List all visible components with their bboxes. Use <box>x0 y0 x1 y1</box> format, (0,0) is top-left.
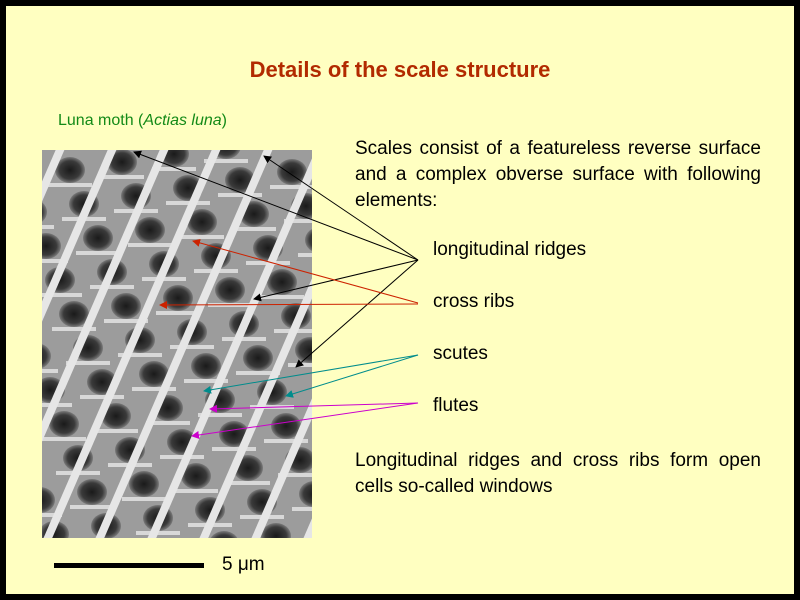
image-caption: Luna moth (Actias luna) <box>58 112 227 130</box>
label-longitudinal-ridges: longitudinal ridges <box>433 239 587 260</box>
label-scutes: scutes <box>433 343 488 364</box>
label-cross-ribs: cross ribs <box>433 291 515 312</box>
label-flutes: flutes <box>433 395 479 416</box>
scale-bar-label: 5 μm <box>222 554 265 575</box>
intro-text: Scales consist of a featureless reverse … <box>355 138 761 211</box>
sem-micrograph <box>42 150 312 538</box>
slide: Details of the scale structure Luna moth… <box>6 6 794 594</box>
slide-title: Details of the scale structure <box>249 57 551 82</box>
caption-suffix: ) <box>221 112 227 129</box>
scale-bar <box>54 563 204 568</box>
caption-species: Actias luna <box>143 112 222 129</box>
arrow-longitudinal-ridges-4 <box>295 259 419 368</box>
caption-prefix: Luna moth ( <box>58 112 144 129</box>
conclusion-text: Longitudinal ridges and cross ribs form … <box>355 450 761 497</box>
